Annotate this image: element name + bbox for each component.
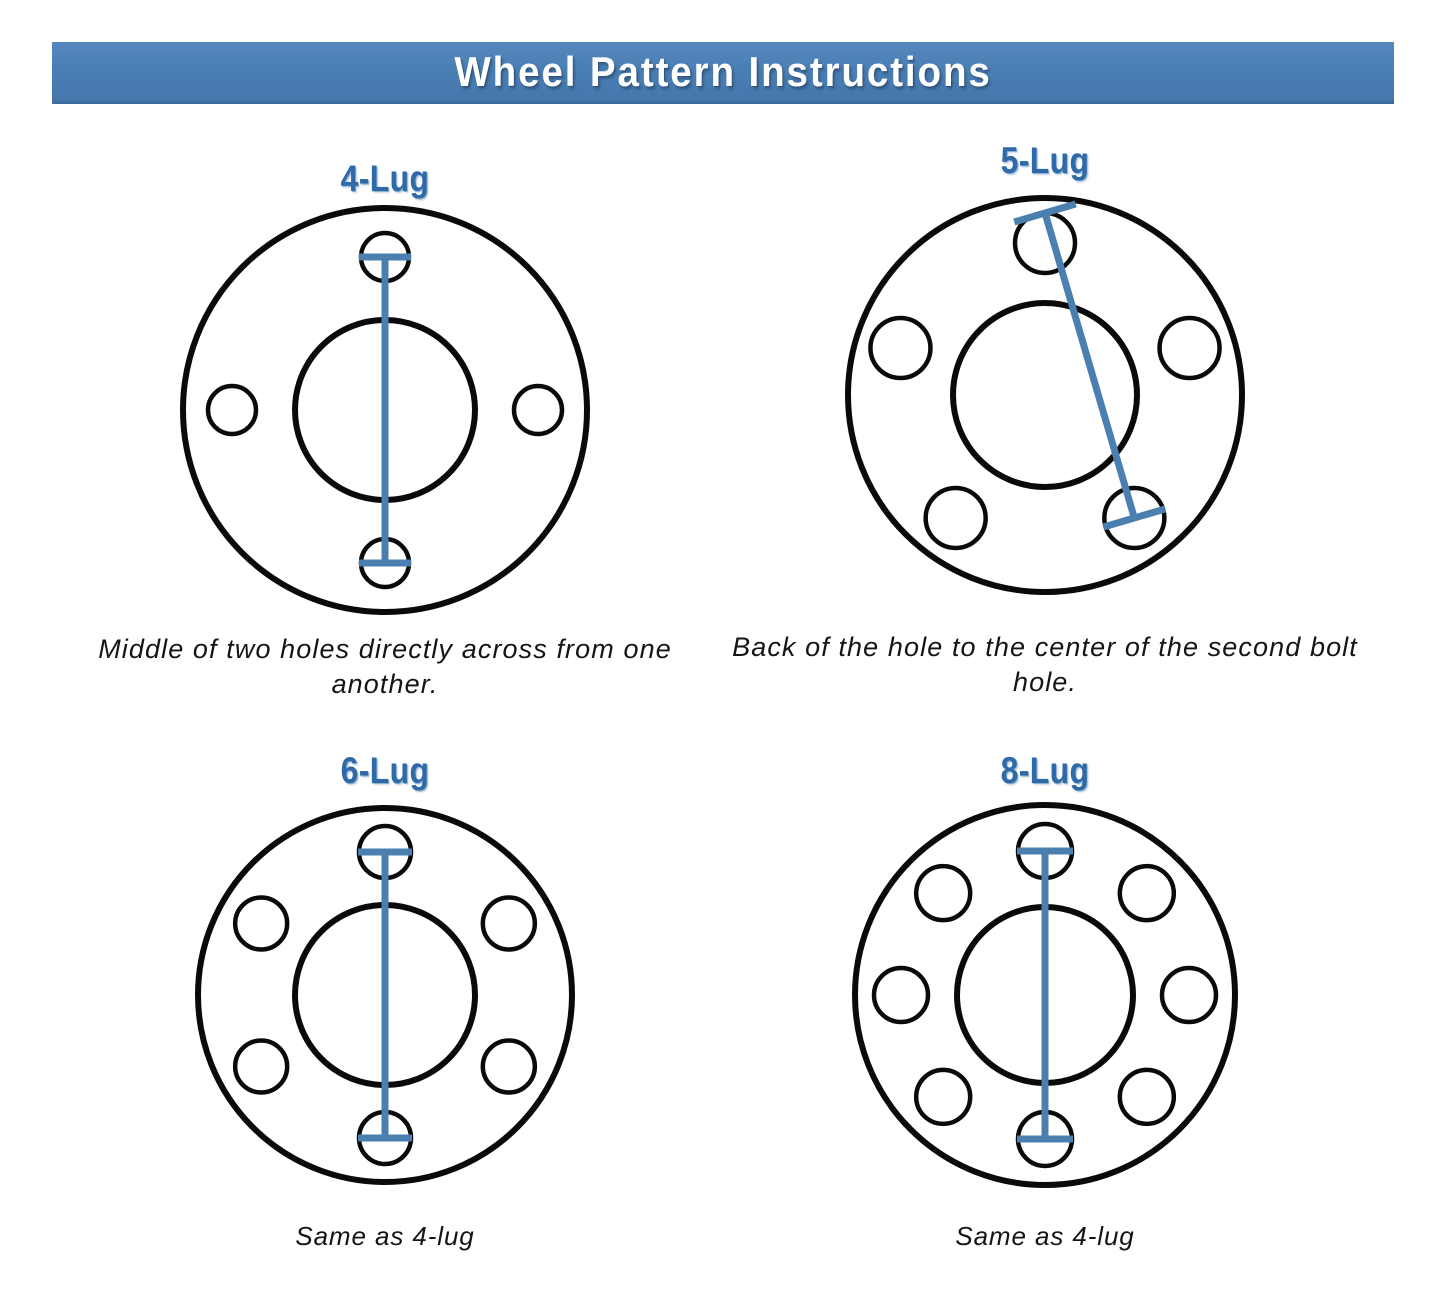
measurement-line <box>1041 212 1138 519</box>
eight-lug-label: 8-Lug <box>1000 750 1090 791</box>
measurement-indicator <box>1013 200 1167 531</box>
four-lug-caption: Middle of two holes directly across from… <box>98 634 672 699</box>
diagram-cell-four-lug: 4-Lug Middle of two holes directly acros… <box>60 140 710 720</box>
page-title: Wheel Pattern Instructions <box>454 47 992 95</box>
six-lug-label: 6-Lug <box>340 750 430 791</box>
five-lug-caption: Back of the hole to the center of the se… <box>732 632 1358 697</box>
five-lug-label: 5-Lug <box>1000 140 1090 181</box>
lug-hole <box>205 383 259 437</box>
measurement-cap-end <box>1102 505 1167 531</box>
wheel-outer-rim <box>195 805 575 1185</box>
lug-hole <box>1117 1067 1177 1127</box>
lug-hole <box>871 965 931 1025</box>
four-lug-label: 4-Lug <box>340 158 430 199</box>
eight-lug-caption: Same as 4-lug <box>955 1221 1135 1251</box>
lug-hole <box>913 863 973 923</box>
lug-hole <box>1157 315 1222 381</box>
six-lug-wheel-diagram <box>195 805 575 1185</box>
measurement-indicator <box>358 848 412 1142</box>
measurement-cap-start <box>1013 200 1077 226</box>
six-lug-caption: Same as 4-lug <box>295 1221 475 1251</box>
lug-hole <box>480 895 538 952</box>
measurement-indicator <box>359 253 411 567</box>
four-lug-wheel-diagram <box>180 205 590 615</box>
diagram-cell-five-lug: 5-Lug Back of the hole to the center of … <box>710 130 1380 720</box>
lug-hole <box>511 383 565 437</box>
header-banner: Wheel Pattern Instructions <box>52 42 1394 104</box>
diagram-cell-six-lug: 6-Lug Same as 4-lug <box>60 740 710 1285</box>
wheel-outer-rim <box>852 802 1238 1188</box>
measurement-indicator <box>1017 847 1073 1143</box>
wheel-center-bore <box>950 300 1140 490</box>
lug-hole <box>913 1067 973 1127</box>
wheel-outer-rim <box>180 205 590 615</box>
lug-hole <box>868 315 933 381</box>
lug-hole <box>1117 863 1177 923</box>
lug-hole <box>1159 965 1219 1025</box>
lug-hole <box>923 485 988 551</box>
eight-lug-wheel-diagram <box>852 802 1238 1188</box>
wheel-outer-rim <box>845 195 1245 595</box>
lug-hole <box>232 1038 290 1095</box>
lug-hole <box>480 1038 538 1095</box>
lug-hole <box>232 895 290 952</box>
lug-hole <box>1102 485 1167 551</box>
five-lug-wheel-diagram <box>845 195 1245 595</box>
diagram-cell-eight-lug: 8-Lug Same as 4-lug <box>710 740 1380 1285</box>
